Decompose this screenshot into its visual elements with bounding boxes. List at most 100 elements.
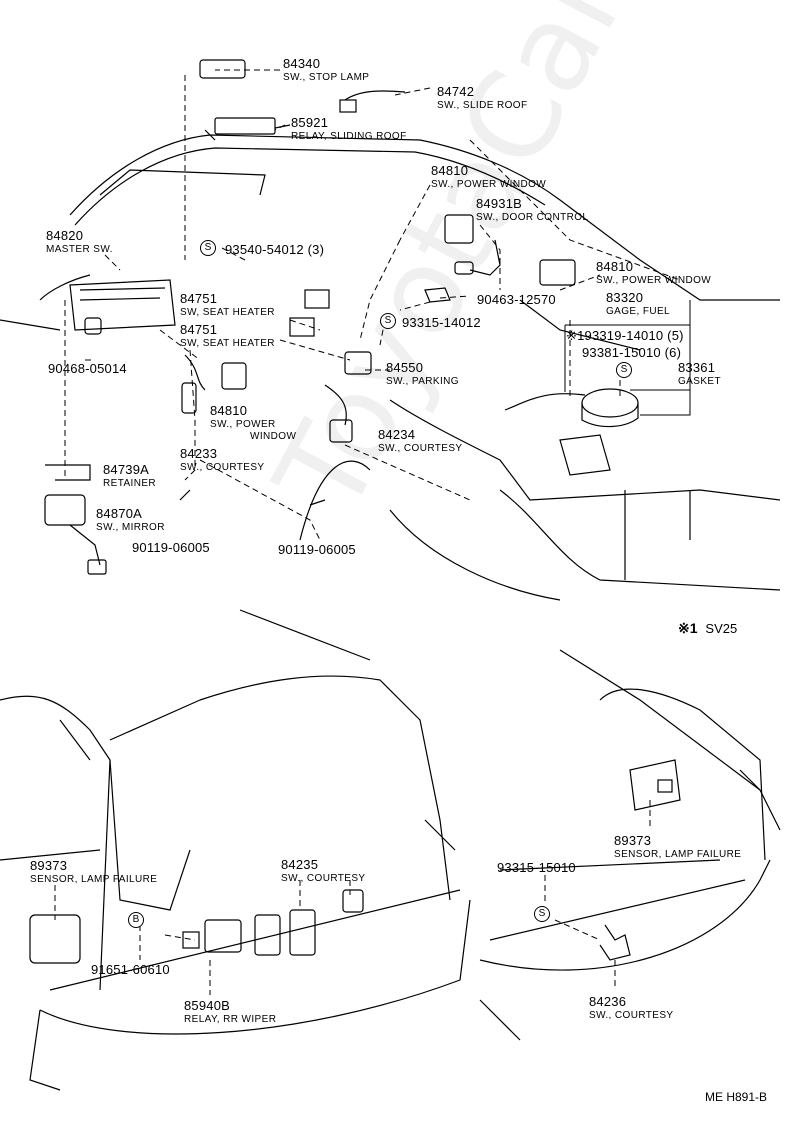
part-description: SENSOR, LAMP FAILURE (30, 874, 158, 885)
part-90119-06005-b: 90119-06005 (278, 542, 356, 557)
part-description: RELAY, SLIDING ROOF (291, 131, 407, 142)
part-90119-06005-a: 90119-06005 (132, 540, 210, 555)
symbol-s-marker: S (616, 362, 632, 378)
part-number: 84810 (210, 403, 248, 418)
part-description: GAGE, FUEL (606, 306, 671, 317)
part-number: 84235 (281, 857, 319, 872)
part-number: 93540-54012 (3) (225, 242, 325, 257)
symbol-s-marker: S (534, 906, 550, 922)
part-number: 84751 (180, 322, 218, 337)
part-91651-60610: 91651-60610 (91, 962, 170, 977)
symbol-s-marker: S (380, 313, 396, 329)
model-note: ※1 SV25 (678, 620, 737, 637)
part-number: 84742 (437, 84, 475, 99)
part-number: 89373 (30, 858, 68, 873)
part-number: 90119-06005 (132, 540, 210, 555)
part-number: 84233 (180, 446, 218, 461)
part-number: 84234 (378, 427, 416, 442)
part-number: 83320 (606, 290, 644, 305)
part-number: 93381-15010 (6) (582, 345, 682, 360)
upper-part-sketches (44, 59, 639, 575)
part-description: SW, SEAT HEATER (180, 307, 275, 318)
part-93315-14012: 93315-14012 (402, 315, 481, 330)
gage-bracket (564, 300, 691, 416)
part-number: 84810 (596, 259, 634, 274)
part-84739a: 84739A RETAINER (103, 462, 156, 489)
part-number: 84810 (431, 163, 469, 178)
part-description-line2: WINDOW (250, 431, 297, 442)
part-description: SW., STOP LAMP (283, 72, 370, 83)
part-number: 84340 (283, 56, 321, 71)
part-description: SW., COURTESY (180, 462, 265, 473)
part-84810-a: 84810 SW., POWER WINDOW (431, 163, 546, 190)
part-number: 93315-14012 (402, 315, 481, 330)
part-number: 85921 (291, 115, 329, 130)
part-description: SENSOR, LAMP FAILURE (614, 849, 742, 860)
part-number: 84931B (476, 196, 523, 211)
part-number: 91651-60610 (91, 962, 170, 977)
upper-body-outline (0, 134, 781, 601)
part-description: SW., DOOR CONTROL (476, 212, 589, 223)
part-84810-b: 84810 SW., POWER WINDOW (596, 259, 711, 286)
part-number: 84751 (180, 291, 218, 306)
symbol-s-marker: S (200, 240, 216, 256)
part-number: 84870A (96, 506, 143, 521)
part-83361: 83361 GASKET (678, 360, 721, 387)
part-84235: 84235 SW., COURTESY (281, 857, 365, 884)
part-description: SW., POWER (210, 419, 276, 430)
part-90463-12570: 90463-12570 (477, 292, 556, 307)
part-85940b: 85940B RELAY, RR WIPER (184, 998, 276, 1025)
part-89373-a: 89373 SENSOR, LAMP FAILURE (30, 858, 157, 885)
part-84233: 84233 SW., COURTESY (180, 446, 264, 473)
part-description: SW., POWER WINDOW (596, 275, 712, 286)
part-85921: 85921 RELAY, SLIDING ROOF (291, 115, 407, 142)
part-84870a: 84870A SW., MIRROR (96, 506, 165, 533)
part-number: 83361 (678, 360, 716, 375)
part-84751-a: 84751 SW, SEAT HEATER (180, 291, 275, 318)
part-description: SW., COURTESY (589, 1010, 674, 1021)
part-84234: 84234 SW., COURTESY (378, 427, 462, 454)
part-93315-15010: 93315-15010 (497, 860, 576, 875)
part-84931b: 84931B SW., DOOR CONTROL (476, 196, 588, 223)
part-84810-c: 84810 SW., POWER WINDOW (210, 403, 296, 442)
part-84550: 84550 SW., PARKING (386, 360, 459, 387)
lower-right-body (479, 649, 781, 1041)
part-description: SW., COURTESY (378, 443, 463, 454)
part-84742: 84742 SW., SLIDE ROOF (437, 84, 527, 111)
part-84820: 84820 MASTER SW. (46, 228, 113, 255)
part-84340: 84340 SW., STOP LAMP (283, 56, 369, 83)
lower-left-leaders (54, 880, 351, 995)
part-number: 84236 (589, 994, 627, 1009)
part-90468-05014: 90468-05014 (48, 361, 127, 376)
part-number: 89373 (614, 833, 652, 848)
part-93381-15010: 93381-15010 (6) (582, 345, 681, 360)
lower-right-part-sketches (599, 759, 681, 961)
part-93540-54012: 93540-54012 (3) (225, 242, 324, 257)
note-text: SV25 (705, 621, 738, 636)
part-description: MASTER SW. (46, 244, 113, 255)
part-description: SW., PARKING (386, 376, 459, 387)
part-description: SW., MIRROR (96, 522, 165, 533)
part-description: SW., POWER WINDOW (431, 179, 547, 190)
part-89373-b: 89373 SENSOR, LAMP FAILURE (614, 833, 741, 860)
part-84236: 84236 SW., COURTESY (589, 994, 673, 1021)
part-description: RETAINER (103, 478, 157, 489)
part-84751-b: 84751 SW, SEAT HEATER (180, 322, 275, 349)
part-number: 90463-12570 (477, 292, 556, 307)
part-number: 90468-05014 (48, 361, 127, 376)
figure-reference: ME H891-B (705, 1090, 768, 1104)
lower-left-part-sketches (29, 889, 364, 964)
part-83320: 83320 GAGE, FUEL (606, 290, 670, 317)
part-193319-14010: ※193319-14010 (5) (566, 328, 684, 344)
part-number: 84739A (103, 462, 150, 477)
part-description: SW., COURTESY (281, 873, 366, 884)
part-number: 84820 (46, 228, 84, 243)
part-number: 85940B (184, 998, 231, 1013)
part-number: ※193319-14010 (5) (566, 328, 684, 343)
part-description: SW., SLIDE ROOF (437, 100, 528, 111)
part-description: GASKET (678, 376, 721, 387)
part-description: RELAY, RR WIPER (184, 1014, 277, 1025)
note-mark: ※1 (678, 620, 698, 636)
part-number: 84550 (386, 360, 424, 375)
